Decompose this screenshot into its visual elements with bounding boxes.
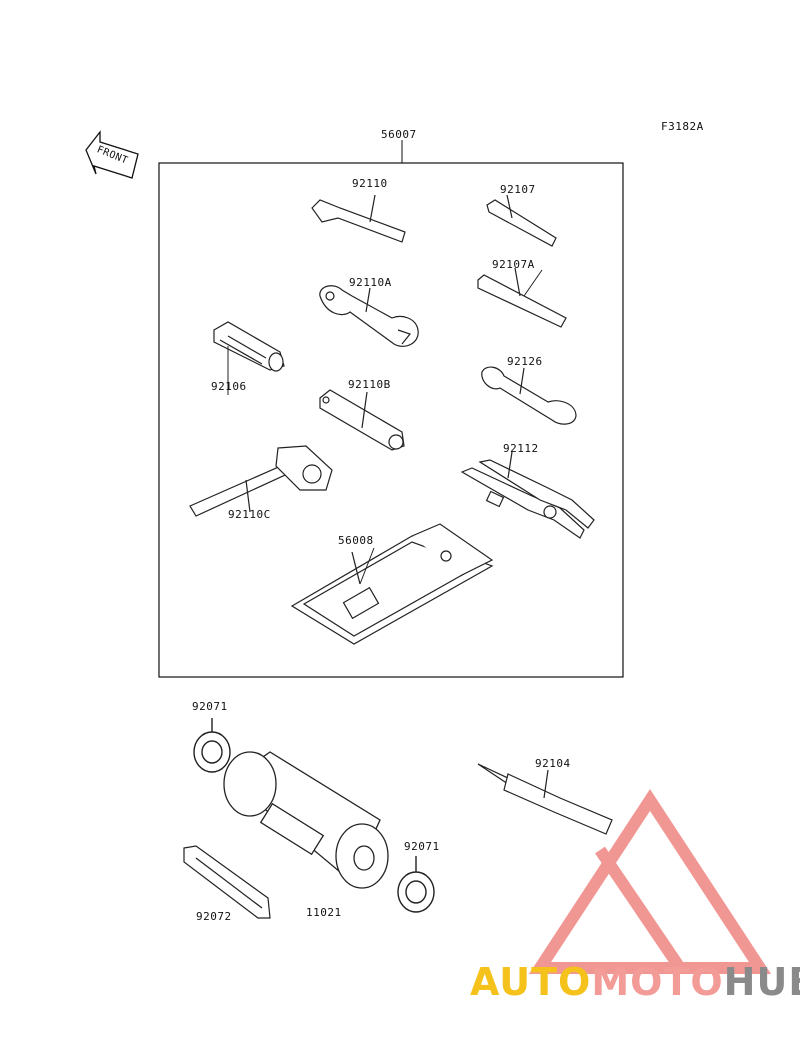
watermark-part-hub: HUB — [723, 960, 800, 1004]
label-11021: 11021 — [306, 906, 342, 919]
kit-frame — [158, 162, 624, 678]
watermark-triangle-icon — [528, 789, 772, 974]
tool-bag-drawing — [290, 523, 494, 645]
label-56007: 56007 — [381, 128, 417, 141]
label-92071-bottom: 92071 — [404, 840, 440, 853]
label-92107: 92107 — [500, 183, 536, 196]
label-92110: 92110 — [352, 177, 388, 190]
spark-plug-wrench-drawing — [189, 445, 333, 517]
label-92072: 92072 — [196, 910, 232, 923]
leader-lines — [227, 269, 543, 585]
open-wrench-small-drawing — [481, 366, 577, 425]
watermark-part-moto: MOTO — [591, 960, 724, 1004]
label-92104: 92104 — [535, 757, 571, 770]
figure-code: F3182A — [661, 120, 704, 133]
label-56008: 56008 — [338, 534, 374, 547]
strap-drawing — [183, 845, 271, 919]
hex-wrench-drawing — [311, 194, 406, 243]
screwdriver-blade-drawing — [486, 194, 557, 247]
label-92071-top: 92071 — [192, 700, 228, 713]
front-arrow-icon — [85, 130, 139, 179]
label-92110B: 92110B — [348, 378, 391, 391]
pliers-drawing — [460, 451, 595, 539]
screwdriver-adjust-drawing — [477, 763, 613, 835]
label-92112: 92112 — [503, 442, 539, 455]
label-92110C: 92110C — [228, 508, 271, 521]
seal-bottom-drawing — [397, 856, 435, 913]
watermark-part-auto: AUTO — [470, 960, 592, 1004]
seal-top-drawing — [193, 718, 231, 773]
watermark-logo: AUTOMOTOHUB — [470, 960, 800, 1004]
box-wrench-b-drawing — [319, 389, 405, 451]
screwdriver-double-drawing — [477, 267, 567, 328]
open-wrench-a-drawing — [319, 285, 419, 347]
label-92107A: 92107A — [492, 258, 535, 271]
label-92110A: 92110A — [349, 276, 392, 289]
label-92106: 92106 — [211, 380, 247, 393]
handle-drawing — [213, 321, 285, 372]
oil-filter-wrench-drawing — [223, 751, 389, 889]
label-92126: 92126 — [507, 355, 543, 368]
